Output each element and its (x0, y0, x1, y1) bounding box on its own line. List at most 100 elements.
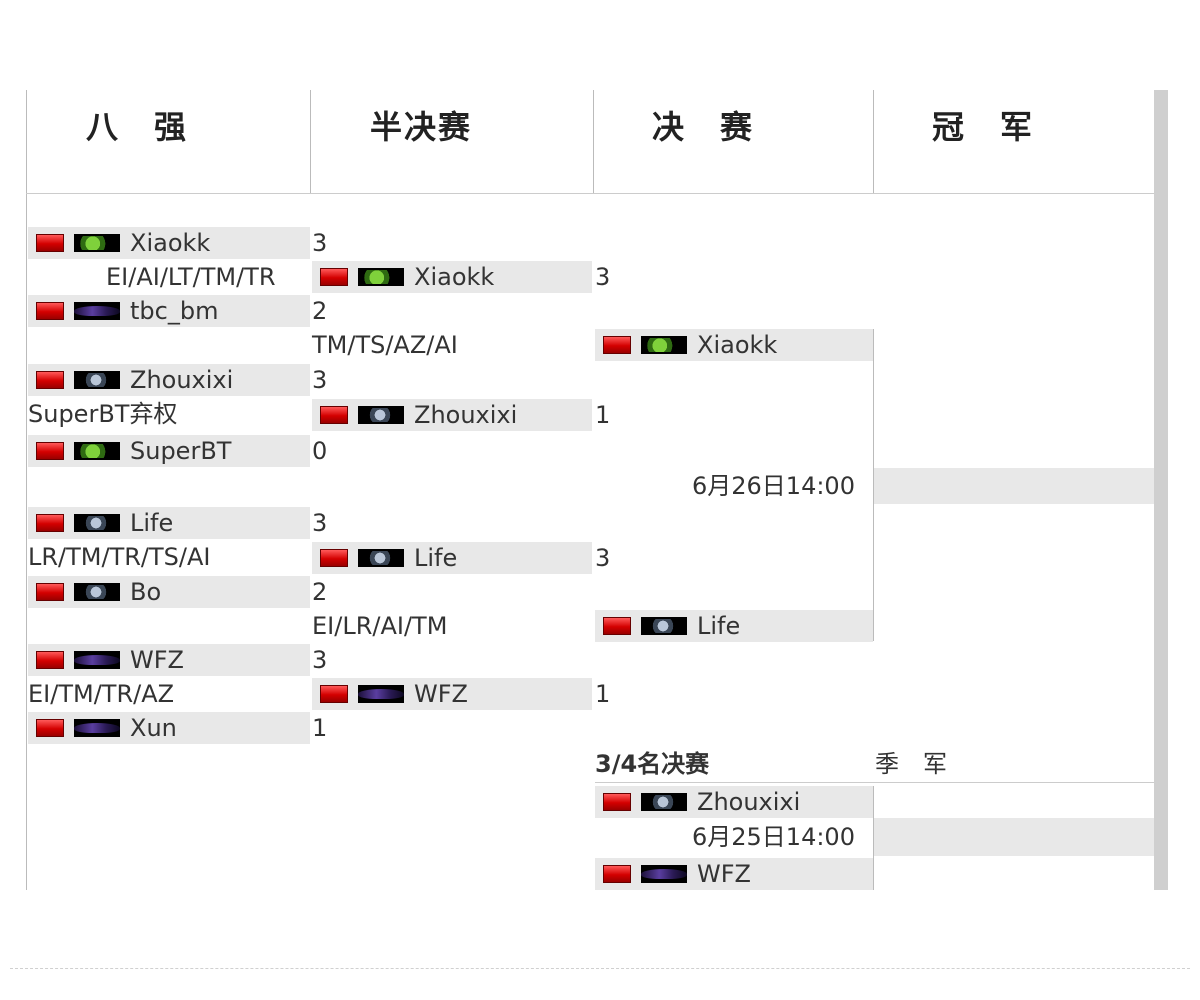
qf4-maps: EI/TM/TR/AZ (28, 680, 175, 708)
final-player2[interactable]: Life (595, 610, 873, 642)
col-divider-2 (593, 90, 594, 194)
qf3-player1[interactable]: Life (28, 507, 310, 539)
third-place-time: 6月25日14:00 (692, 823, 855, 851)
undead-race-icon (358, 406, 404, 424)
bronze-slot (874, 818, 1154, 856)
qf1-player2[interactable]: tbc_bm (28, 295, 310, 327)
player-name: Xiaokk (130, 229, 211, 257)
third-place-divider (595, 782, 1154, 783)
player-name: Life (414, 544, 458, 572)
player-name: Life (697, 612, 741, 640)
china-flag-icon (36, 371, 64, 389)
china-flag-icon (320, 685, 348, 703)
player-name: SuperBT (130, 437, 232, 465)
qf2-note: SuperBT弃权 (28, 400, 178, 428)
undead-race-icon (74, 371, 120, 389)
qf2-player2[interactable]: SuperBT (28, 435, 310, 467)
orc-race-icon (74, 442, 120, 460)
nightelf-race-icon (74, 302, 120, 320)
third-player1[interactable]: Zhouxixi (595, 786, 873, 818)
bronze-label: 季 军 (875, 750, 947, 778)
sf2-player2-score: 1 (595, 680, 611, 708)
player-name: Zhouxixi (130, 366, 234, 394)
qf1-player1[interactable]: Xiaokk (28, 227, 310, 259)
china-flag-icon (36, 583, 64, 601)
undead-race-icon (74, 514, 120, 532)
china-flag-icon (36, 651, 64, 669)
player-name: Zhouxixi (414, 401, 518, 429)
third-bracket-line (873, 786, 874, 890)
qf2-player2-score: 0 (312, 437, 328, 465)
orc-race-icon (641, 336, 687, 354)
china-flag-icon (36, 514, 64, 532)
champion-slot (874, 468, 1154, 504)
sf1-maps: TM/TS/AZ/AI (312, 331, 458, 359)
player-name: Life (130, 509, 174, 537)
footer-dashed-divider (10, 968, 1190, 969)
scrollbar[interactable] (1154, 90, 1168, 890)
header-final: 决 赛 (652, 108, 755, 146)
qf1-maps: EI/AI/LT/TM/TR (106, 263, 276, 291)
nightelf-race-icon (74, 651, 120, 669)
player-name: Xiaokk (414, 263, 495, 291)
final-player1[interactable]: Xiaokk (595, 329, 873, 361)
china-flag-icon (36, 234, 64, 252)
sf2-player2[interactable]: WFZ (312, 678, 592, 710)
qf3-maps: LR/TM/TR/TS/AI (28, 543, 211, 571)
undead-race-icon (74, 583, 120, 601)
undead-race-icon (641, 617, 687, 635)
col-divider-3 (873, 90, 874, 194)
nightelf-race-icon (74, 719, 120, 737)
qf4-player1-score: 3 (312, 646, 328, 674)
sf2-player1-score: 3 (595, 544, 611, 572)
qf4-player2[interactable]: Xun (28, 712, 310, 744)
qf4-player1[interactable]: WFZ (28, 644, 310, 676)
qf3-player2[interactable]: Bo (28, 576, 310, 608)
china-flag-icon (320, 549, 348, 567)
qf3-player2-score: 2 (312, 578, 328, 606)
china-flag-icon (603, 793, 631, 811)
player-name: tbc_bm (130, 297, 219, 325)
player-name: Xun (130, 714, 177, 742)
qf2-player1-score: 3 (312, 366, 328, 394)
third-place-title: 3/4名决赛 (595, 750, 710, 778)
sf1-player2[interactable]: Zhouxixi (312, 399, 592, 431)
player-name: WFZ (414, 680, 468, 708)
header-round-of-8: 八 强 (86, 108, 189, 146)
player-name: WFZ (697, 860, 751, 888)
china-flag-icon (603, 336, 631, 354)
col-divider-1 (310, 90, 311, 194)
china-flag-icon (36, 719, 64, 737)
undead-race-icon (641, 793, 687, 811)
china-flag-icon (36, 302, 64, 320)
china-flag-icon (320, 268, 348, 286)
player-name: WFZ (130, 646, 184, 674)
sf2-player1[interactable]: Life (312, 542, 592, 574)
header-bottom-line (26, 193, 1154, 194)
final-bracket-line (873, 329, 874, 641)
third-player2[interactable]: WFZ (595, 858, 873, 890)
col-divider-left (26, 90, 27, 890)
qf1-player2-score: 2 (312, 297, 328, 325)
player-name: Xiaokk (697, 331, 778, 359)
qf3-player1-score: 3 (312, 509, 328, 537)
sf2-maps: EI/LR/AI/TM (312, 612, 448, 640)
china-flag-icon (603, 865, 631, 883)
header-semifinal: 半决赛 (370, 108, 473, 146)
nightelf-race-icon (641, 865, 687, 883)
nightelf-race-icon (358, 685, 404, 703)
china-flag-icon (36, 442, 64, 460)
final-time: 6月26日14:00 (692, 472, 855, 500)
qf4-player2-score: 1 (312, 714, 328, 742)
player-name: Bo (130, 578, 162, 606)
undead-race-icon (358, 549, 404, 567)
orc-race-icon (74, 234, 120, 252)
qf1-player1-score: 3 (312, 229, 328, 257)
header-champion: 冠 军 (932, 108, 1035, 146)
orc-race-icon (358, 268, 404, 286)
sf1-player1-score: 3 (595, 263, 611, 291)
sf1-player1[interactable]: Xiaokk (312, 261, 592, 293)
china-flag-icon (603, 617, 631, 635)
qf2-player1[interactable]: Zhouxixi (28, 364, 310, 396)
sf1-player2-score: 1 (595, 401, 611, 429)
